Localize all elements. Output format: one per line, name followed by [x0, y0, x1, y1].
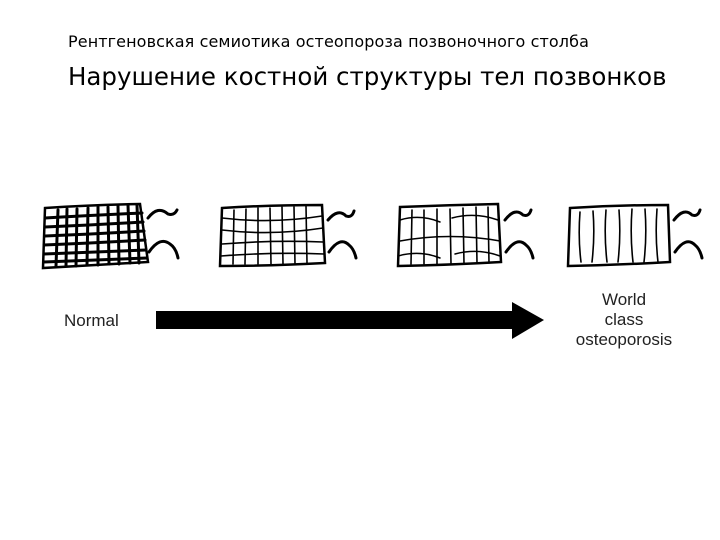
vertebra-stage-3	[396, 202, 535, 268]
slide-title: Нарушение костной структуры тел позвонко…	[68, 62, 667, 91]
label-normal: Normal	[64, 311, 119, 330]
slide-subtitle: Рентгеновская семиотика остеопороза позв…	[68, 32, 589, 51]
vertebra-stage-1	[41, 202, 180, 270]
label-end-line-3: osteoporosis	[575, 330, 673, 349]
vertebra-stage-4	[566, 203, 704, 268]
progression-arrow	[156, 302, 544, 339]
vertebra-stage-2	[218, 203, 358, 268]
label-world-class-osteoporosis: World class osteoporosis	[565, 290, 683, 350]
label-end-line-1: World	[601, 290, 647, 309]
label-end-line-2: class	[604, 310, 644, 329]
